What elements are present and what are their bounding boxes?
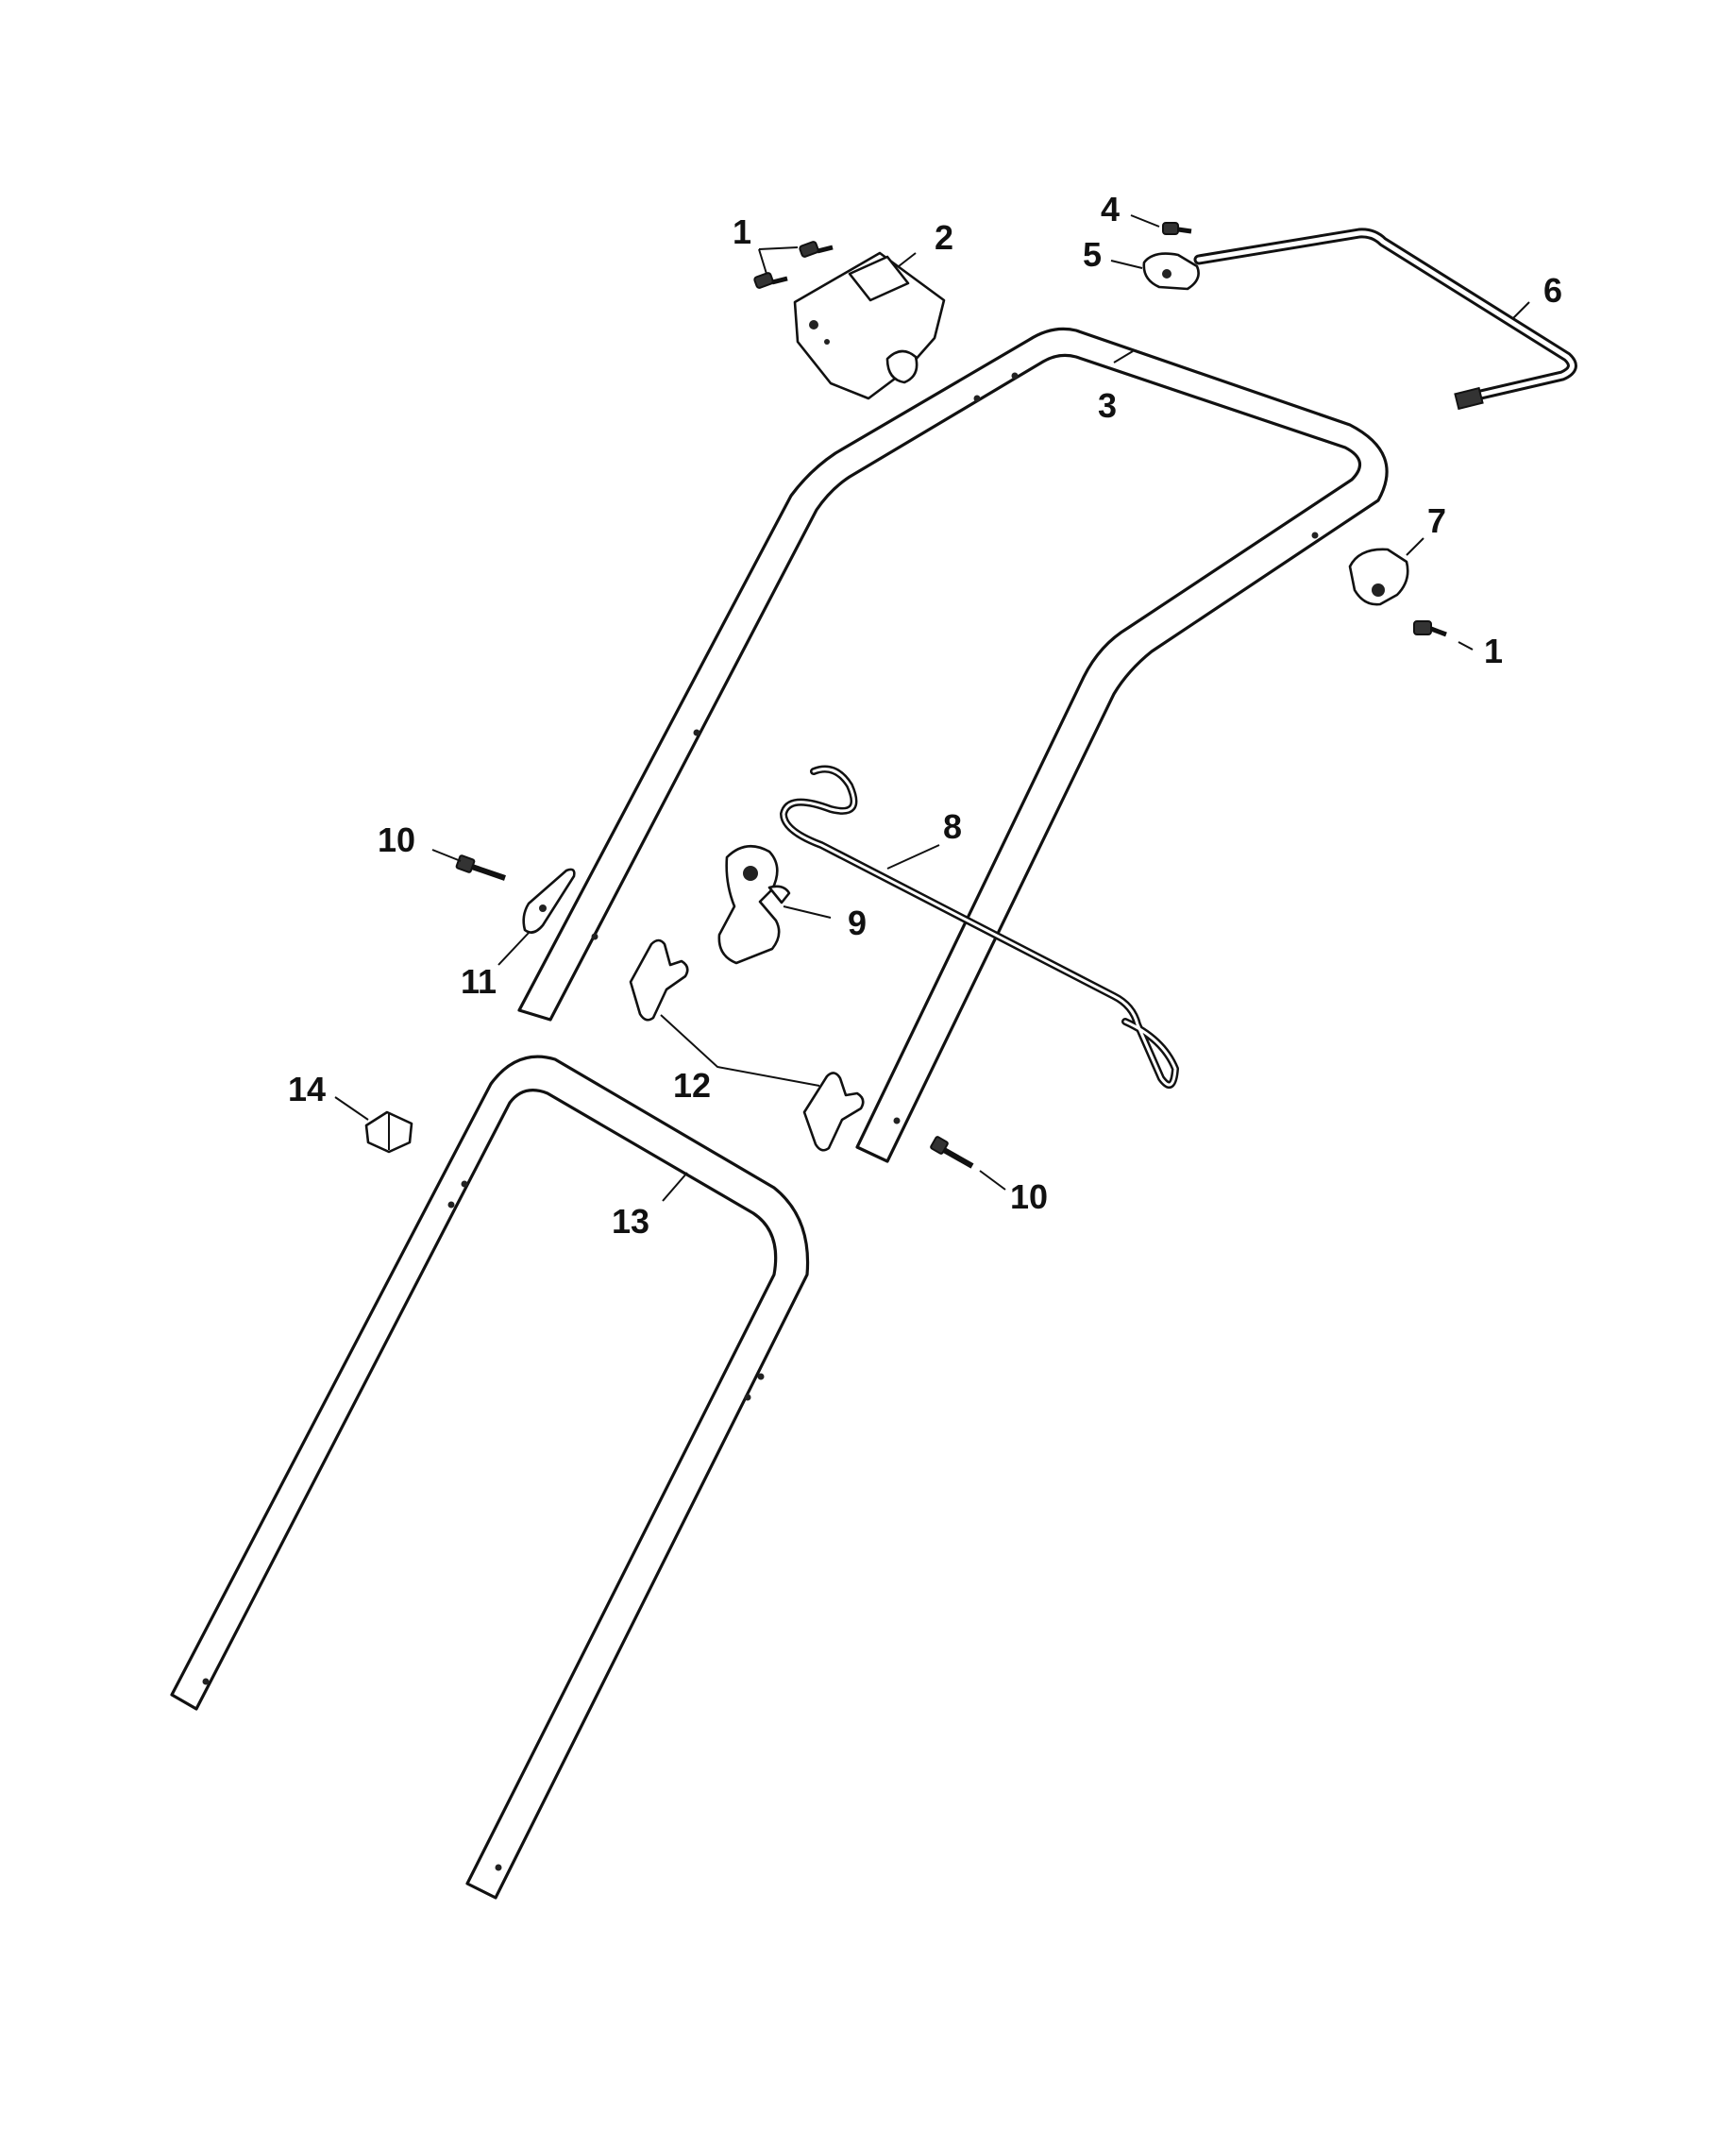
cable-guide-part-9 — [717, 844, 791, 965]
callout-9: 9 — [848, 904, 867, 942]
callout-2: 2 — [935, 218, 953, 257]
plug-part-14 — [364, 1110, 413, 1154]
rod-clip-part-5 — [1142, 252, 1200, 291]
bolt-part-10-lower — [930, 1136, 974, 1169]
callout-7: 7 — [1427, 501, 1446, 540]
callout-12: 12 — [673, 1066, 711, 1105]
callout-4: 4 — [1101, 190, 1120, 228]
callout-8: 8 — [943, 807, 962, 846]
callout-10-upper: 10 — [378, 820, 415, 859]
callout-1-upper: 1 — [733, 212, 751, 251]
wing-knob-part-12-upper — [629, 938, 689, 1022]
callout-13: 13 — [612, 1202, 649, 1241]
stay-wire-part-8 — [780, 765, 1179, 1089]
callout-1-lower: 1 — [1484, 632, 1503, 670]
screw-part-1-upper — [753, 241, 834, 289]
screw-part-4 — [1162, 222, 1192, 235]
callout-10-lower: 10 — [1010, 1177, 1048, 1216]
control-rod-part-6 — [1193, 228, 1577, 411]
callout-6: 6 — [1543, 271, 1562, 310]
bolt-part-10-upper — [455, 854, 506, 881]
screw-part-1-lower — [1413, 620, 1447, 637]
lower-handle-part-13 — [170, 1055, 810, 1900]
callout-14: 14 — [288, 1070, 326, 1108]
cable-hook-part-11 — [522, 868, 576, 934]
wing-knob-part-12-lower — [802, 1072, 865, 1152]
callouts: 1 2 3 4 5 6 7 1 8 9 10 11 12 14 13 10 — [288, 190, 1562, 1241]
callout-3: 3 — [1098, 386, 1117, 425]
callout-5: 5 — [1083, 235, 1102, 274]
switch-housing-part-2 — [793, 251, 946, 400]
leader-lines — [334, 214, 1530, 1202]
callout-11: 11 — [461, 962, 497, 1001]
clamp-part-7 — [1348, 548, 1409, 606]
upper-handle-part-3 — [517, 327, 1389, 1163]
